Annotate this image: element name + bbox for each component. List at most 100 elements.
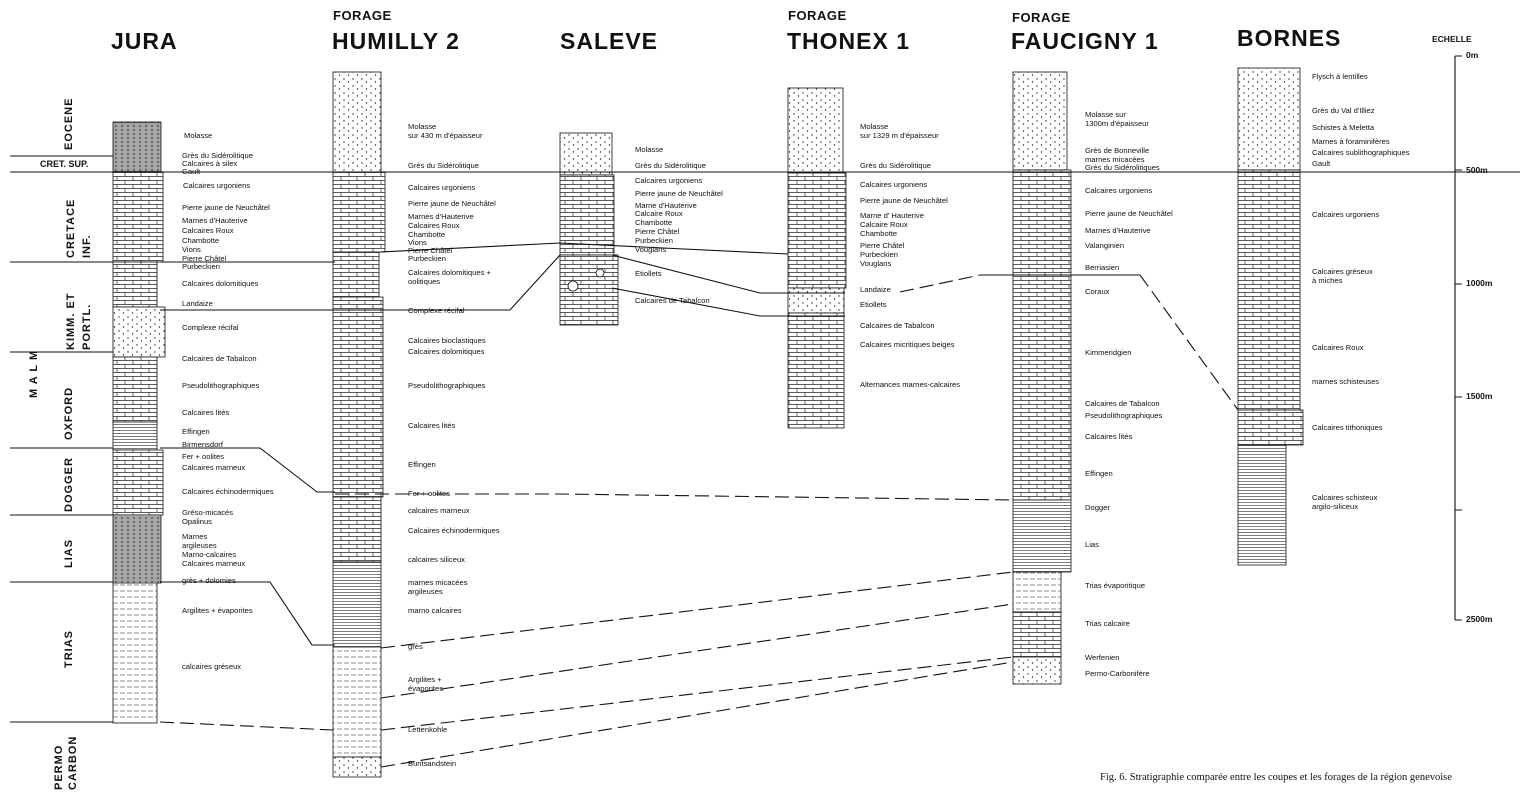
- humilly-label: Pseudolithographiques: [408, 381, 486, 390]
- humilly-label: oolitiques: [408, 277, 441, 286]
- bornes-label: Calcaires gréseux: [1312, 267, 1373, 276]
- era-oxford: OXFORD: [63, 386, 75, 440]
- humilly-label: argileuses: [408, 587, 443, 596]
- faucigny-label: Permo-Carbonifère: [1085, 669, 1150, 678]
- scale-tick: 0m: [1466, 50, 1479, 60]
- thonex-label: Pierre Châtel: [860, 241, 905, 250]
- thonex-label: Grès du Sidérolitique: [860, 161, 931, 170]
- correlation-lines-dashed: [159, 274, 1239, 768]
- humilly-label: calcaires marneux: [408, 506, 470, 515]
- jura-label: Vions: [182, 245, 201, 254]
- humilly-label: Calcaires lités: [408, 421, 456, 430]
- jura-label: argileuses: [182, 541, 217, 550]
- era-lines: [10, 155, 113, 723]
- faucigny-label: Effingen: [1085, 469, 1113, 478]
- humilly-label: grès: [408, 642, 423, 651]
- saleve-label: Pierre Châtel: [635, 227, 680, 236]
- humilly-label: Complexe récifal: [408, 306, 465, 315]
- faucigny-label: Lias: [1085, 540, 1099, 549]
- jura-label: Pseudolithographiques: [182, 381, 260, 390]
- scale-tick: 500m: [1466, 165, 1488, 175]
- bornes-label: Calcaires urgoniens: [1312, 210, 1380, 219]
- jura-label: Calcaires marneux: [182, 559, 246, 568]
- humilly-label: Effingen: [408, 460, 436, 469]
- thonex-label: Vouglans: [860, 259, 892, 268]
- jura-label: Chambotte: [182, 236, 220, 245]
- humilly-label: Calcaires Roux: [408, 221, 460, 230]
- bornes-label: Calcaires tithoniques: [1312, 423, 1383, 432]
- jura-label: Gault: [182, 167, 201, 176]
- bornes-label: Schistes à Meletta: [1312, 123, 1375, 132]
- thonex-label: Molasse: [860, 122, 889, 131]
- humilly-label: marnes micacées: [408, 578, 468, 587]
- faucigny-label: Grès de Bonneville: [1085, 146, 1150, 155]
- thonex-label: Chambotte: [860, 229, 898, 238]
- bornes-label: Calcaires sublithographiques: [1312, 148, 1410, 157]
- jura-label: Calcaires lités: [182, 408, 230, 417]
- bornes-label: Marnes à foraminifères: [1312, 137, 1390, 146]
- jura-label: Molasse: [184, 131, 213, 140]
- jura-label: calcaires gréseux: [182, 662, 242, 671]
- humilly-label: Calcaires bioclastiques: [408, 336, 486, 345]
- era-eocene: EOCENE: [63, 97, 75, 150]
- humilly-label: Marnes d'Hauterive: [408, 212, 474, 221]
- bornes-label: Grès du Val d'Illiez: [1312, 106, 1375, 115]
- saleve-label: Chambotte: [635, 218, 673, 227]
- humilly-label: Molasse: [408, 122, 437, 131]
- humilly-label: Buntsandstein: [408, 759, 457, 768]
- faucigny-label: Werfenien: [1085, 653, 1120, 662]
- humilly-label: Grès du Sidérolitique: [408, 161, 479, 170]
- era-trias: TRIAS: [63, 630, 75, 668]
- jura-label: Effingen: [182, 427, 210, 436]
- thonex-label: Calcaires de Tabalcon: [860, 321, 935, 330]
- faucigny-label: Molasse sur: [1085, 110, 1126, 119]
- jura-label: Gréso-micacés: [182, 508, 234, 517]
- thonex-label: Purbeckien: [860, 250, 898, 259]
- bornes-column: [1237, 67, 1304, 566]
- bornes-label: argilo-siliceux: [1312, 502, 1359, 511]
- thonex-label: Alternances marnes-calcaires: [860, 380, 961, 389]
- humilly-label: Fer + oolites: [408, 489, 450, 498]
- faucigny-label: Calcaires lités: [1085, 432, 1133, 441]
- faucigny-label: Trias évaporitique: [1085, 581, 1146, 590]
- era-malm: M A L M: [28, 349, 40, 398]
- saleve-label: Calcaire Roux: [635, 209, 683, 218]
- humilly-label: Vions: [408, 238, 427, 247]
- thonex-label: Landaize: [860, 285, 891, 294]
- humilly-label: évaporites: [408, 684, 444, 693]
- bornes-title: BORNES: [1237, 25, 1342, 51]
- jura-label: grès + dolomies: [182, 576, 236, 585]
- jura-label: Calcaires marneux: [182, 463, 246, 472]
- era-cretace-inf: CRETACE INF.: [65, 198, 93, 258]
- faucigny-label: Coraux: [1085, 287, 1110, 296]
- faucigny-label: Kimmeridgien: [1085, 348, 1132, 357]
- scale-title: ECHELLE: [1432, 34, 1472, 44]
- thonex-column: [787, 87, 847, 429]
- humilly-label: Calcaires échinodermiques: [408, 526, 500, 535]
- humilly-label: sur 430 m d'épaisseur: [408, 131, 483, 140]
- era-dogger: DOGGER: [63, 457, 75, 512]
- humilly-label: Argilites +: [408, 675, 442, 684]
- thonex-label: Calcaires urgoniens: [860, 180, 928, 189]
- bornes-label: à miches: [1312, 276, 1343, 285]
- jura-label: Fer + oolites: [182, 452, 224, 461]
- jura-label: Pierre Châtel: [182, 254, 227, 263]
- jura-label: Calcaires dolomitiques: [182, 279, 259, 288]
- faucigny-label: Grès du Sidérolitiques: [1085, 163, 1160, 172]
- saleve-label: Etiollets: [635, 269, 662, 278]
- saleve-label: Pierre jaune de Neuchâtel: [635, 189, 723, 198]
- humilly-label: Pierre Châtel: [408, 246, 453, 255]
- faucigny-title: FAUCIGNY 1: [1011, 28, 1159, 54]
- thonex-forage-label: FORAGE: [788, 8, 847, 23]
- faucigny-label: Marnes d'Hauterive: [1085, 226, 1151, 235]
- saleve-label: Grès du Sidérolitique: [635, 161, 706, 170]
- saleve-label: Vouglans: [635, 245, 667, 254]
- saleve-label: Marne d'Hauterive: [635, 201, 697, 210]
- jura-label: Complexe récifal: [182, 323, 239, 332]
- jura-label: Birmensdorf: [182, 440, 223, 449]
- bornes-label: Gault: [1312, 159, 1331, 168]
- saleve-label: Calcaires urgoniens: [635, 176, 703, 185]
- jura-label: Opalinus: [182, 517, 212, 526]
- jura-label: Pierre jaune de Neuchâtel: [182, 203, 270, 212]
